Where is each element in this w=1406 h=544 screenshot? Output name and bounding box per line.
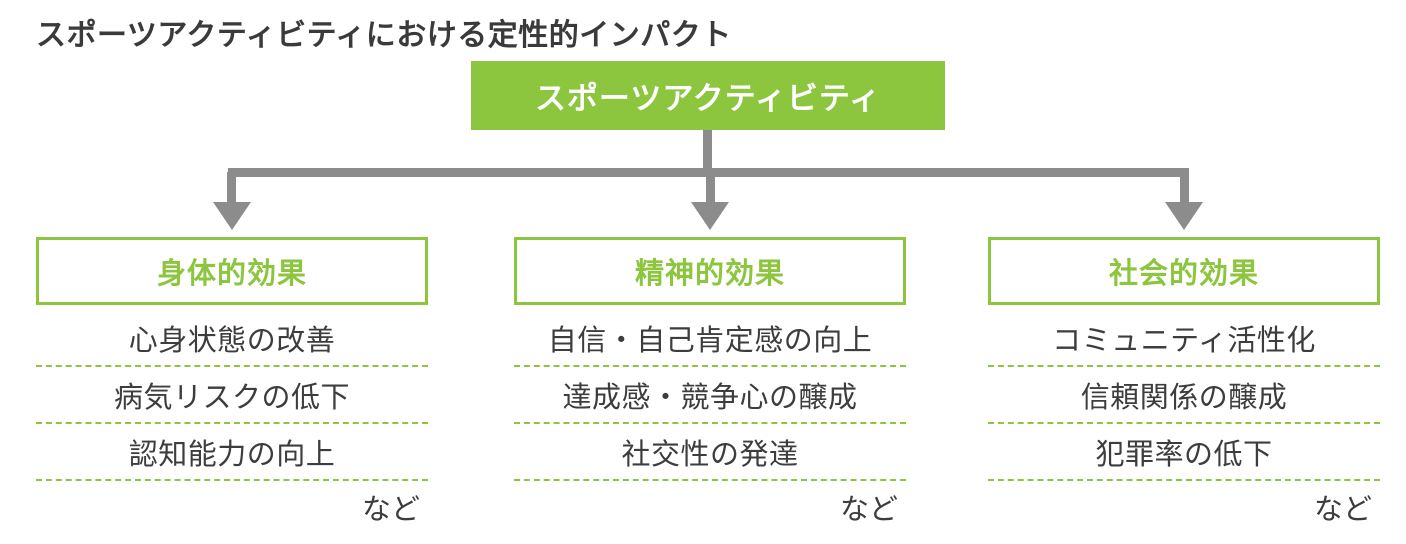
list-item: 認知能力の向上 <box>36 424 428 481</box>
column-list-physical: 心身状態の改善 病気リスクの低下 認知能力の向上 など <box>36 310 428 533</box>
column-header-social: 社会的効果 <box>988 237 1380 305</box>
list-item: 社交性の発達 <box>514 424 906 481</box>
list-item: 犯罪率の低下 <box>988 424 1380 481</box>
column-list-mental: 自信・自己肯定感の向上 達成感・競争心の醸成 社交性の発達 など <box>514 310 906 533</box>
arrow-down-icon <box>213 202 251 230</box>
branch-stem-left <box>227 172 236 204</box>
etc-label: など <box>361 494 420 526</box>
list-item: 達成感・競争心の醸成 <box>514 367 906 424</box>
diagram-title: スポーツアクティビティにおける定性的インパクト <box>36 19 732 52</box>
etc-label: など <box>839 494 898 526</box>
column-list-social: コミュニティ活性化 信頼関係の醸成 犯罪率の低下 など <box>988 310 1380 533</box>
column-header-physical: 身体的効果 <box>36 237 428 305</box>
list-item: 信頼関係の醸成 <box>988 367 1380 424</box>
list-item: 自信・自己肯定感の向上 <box>514 310 906 367</box>
column-header-mental: 精神的効果 <box>514 237 906 305</box>
arrow-down-icon <box>1165 202 1203 230</box>
branch-stem-center <box>706 172 715 204</box>
branch-stem-right <box>1180 172 1189 204</box>
root-node: スポーツアクティビティ <box>471 61 945 130</box>
list-item: 病気リスクの低下 <box>36 367 428 424</box>
list-item: コミュニティ活性化 <box>988 310 1380 367</box>
list-item: 心身状態の改善 <box>36 310 428 367</box>
root-connector-stem <box>703 130 712 177</box>
etc-label: など <box>1313 494 1372 526</box>
arrow-down-icon <box>691 202 729 230</box>
